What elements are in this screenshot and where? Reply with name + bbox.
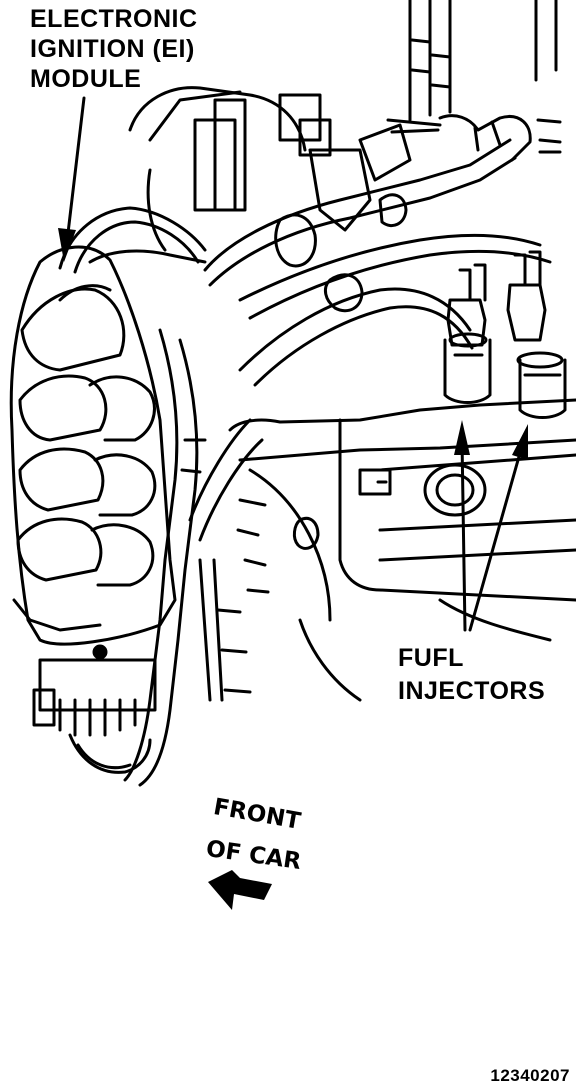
ei-module-leader (64, 96, 86, 252)
wire-harness (58, 138, 552, 787)
fuel-injector-2 (506, 250, 567, 419)
figure-number: 12340207 (490, 1066, 570, 1085)
injector-arrowhead-1 (454, 420, 470, 455)
fuel-injectors-label-line-1: FUFL (398, 644, 464, 672)
front-of-car-label-line-2: OF CAR (204, 836, 303, 876)
ei-module-arrowhead (58, 228, 76, 262)
fuel-injectors-label-line-2: INJECTORS (398, 677, 546, 705)
alternator (128, 86, 412, 313)
ei-module-label-line-2: IGNITION (EI) (30, 35, 195, 63)
top-hoses (386, 0, 562, 162)
ei-module-label-line-3: MODULE (30, 65, 142, 93)
module-connector (32, 644, 157, 774)
fuel-injector-1 (443, 263, 492, 404)
ei-module-label-line-1: ELECTRONIC (30, 5, 198, 33)
front-of-car-arrow (208, 870, 272, 910)
fuel-injectors-label: FUFL INJECTORS (398, 642, 545, 708)
intake-manifold (216, 398, 576, 702)
ei-module (9, 245, 177, 646)
injector-arrowhead-2 (512, 424, 528, 460)
ei-module-label: ELECTRONIC IGNITION (EI) MODULE (30, 4, 198, 94)
front-of-car-label: FRONT OF CAR (204, 790, 318, 880)
front-of-car-label-line-1: FRONT (211, 794, 303, 835)
fuel-injector-leaders (460, 438, 524, 632)
